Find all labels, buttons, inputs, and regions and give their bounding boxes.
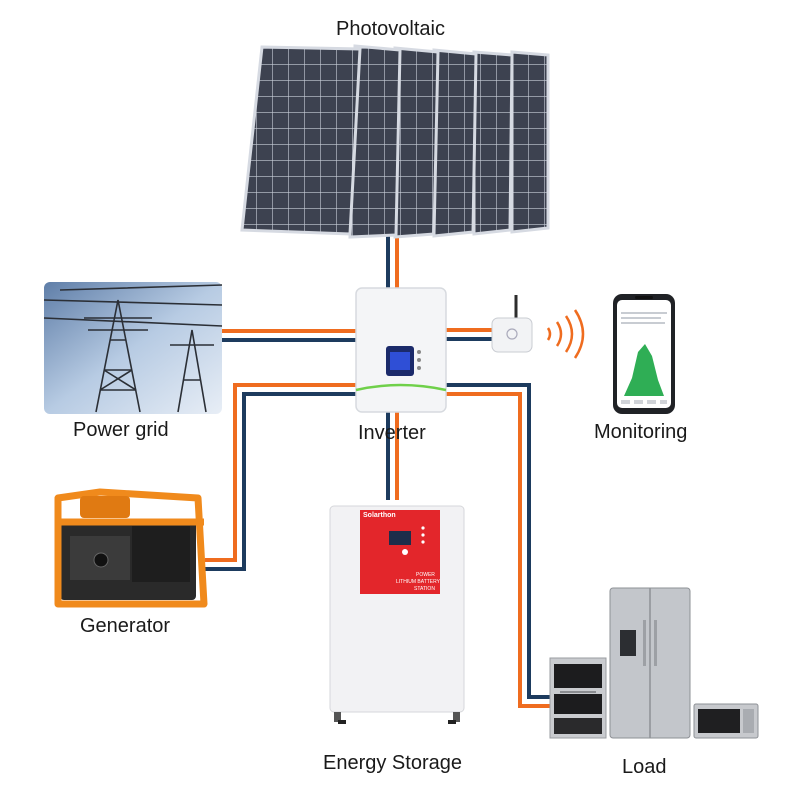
inverter-label: Inverter — [358, 422, 426, 444]
energy-storage-label: Energy Storage — [323, 752, 462, 774]
monitoring-label: Monitoring — [594, 421, 688, 443]
battery-label-line2: LITHIUM BATTERY — [396, 579, 440, 585]
photovoltaic-label: Photovoltaic — [336, 18, 445, 40]
load-label: Load — [622, 756, 667, 778]
battery-brand: Solarthon — [363, 512, 396, 519]
generator-label: Generator — [80, 615, 171, 637]
power-grid-label: Power grid — [73, 419, 169, 441]
battery-label-line3: STATION — [414, 586, 435, 592]
battery-label-line1: POWER — [416, 572, 435, 578]
